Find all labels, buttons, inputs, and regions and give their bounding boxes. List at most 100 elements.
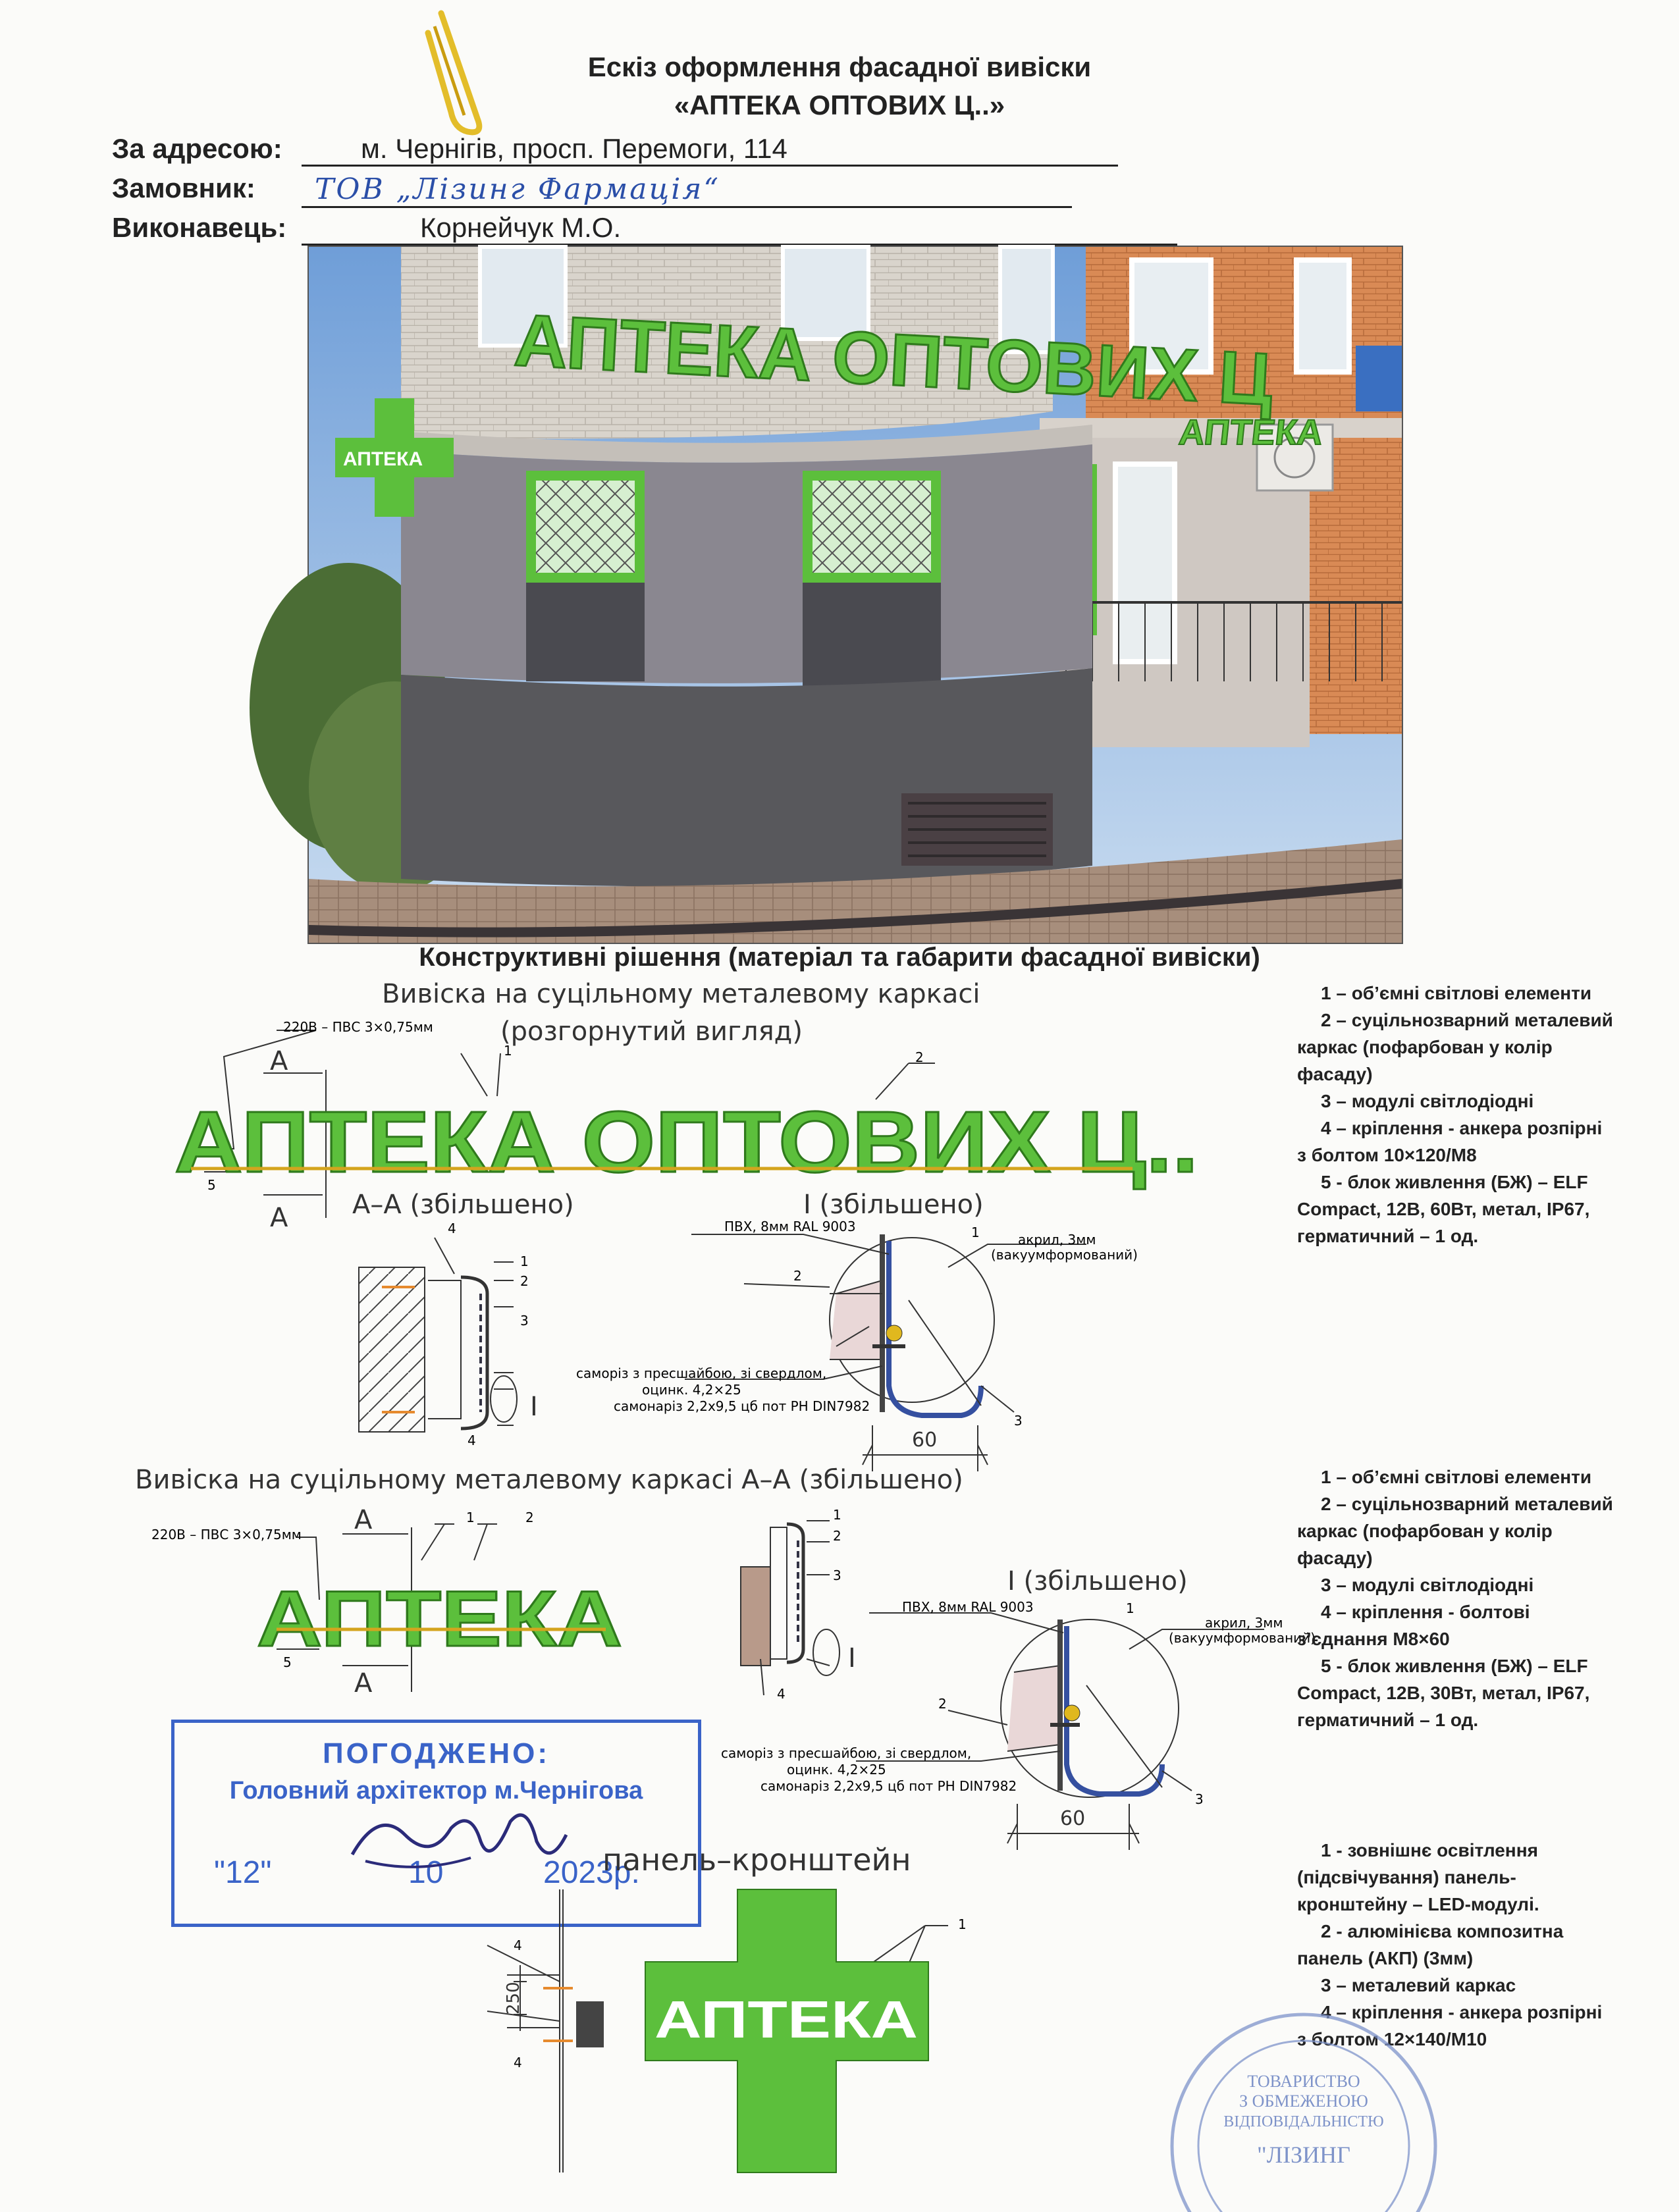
company-stamp-line1: ТОВАРИСТВО: [1247, 2072, 1360, 2091]
sketch1-num2: 2: [915, 1049, 924, 1065]
legend2-item: 5 - блок живлення (БЖ) – ELF Compact, 12…: [1297, 1656, 1590, 1730]
sketch2-a-bottom: А: [354, 1668, 373, 1698]
sketch2-screw2: оцинк. 4,2×25: [787, 1762, 886, 1778]
sketch2-aa-num3: 3: [833, 1567, 841, 1583]
legend3-item: 4 – кріплення - анкера розпірні з болтом…: [1297, 2002, 1603, 2049]
legend1-item: 1 – об’ємні світлові елементи: [1321, 983, 1592, 1003]
document-subtitle: «АПТЕКА ОПТОВИХ Ц..»: [674, 90, 1005, 120]
sketch3-dim: 250: [504, 1982, 523, 2014]
customer-label: Замовник:: [112, 172, 255, 203]
executor-value: Корнейчук М.О.: [302, 212, 1177, 246]
legend3-item: 1 - зовнішнє освітлення (підсвічування) …: [1297, 1840, 1539, 1914]
sketch1-aa-num4b: 4: [467, 1433, 476, 1448]
sketch1-screw2: оцинк. 4,2×25: [642, 1382, 741, 1398]
sketch2-screw1: саморіз з пресшайбою, зі свердлом,: [721, 1745, 971, 1761]
sketch2-num2: 2: [525, 1510, 534, 1525]
sketch2-screw3: самонаріз 2,2х9,5 цб пот PH DIN7982: [760, 1778, 1017, 1794]
sketch2-aa-mark-i: І: [848, 1643, 856, 1673]
sketch1-aa-num3: 3: [520, 1313, 529, 1329]
sketch1-pvc: ПВХ, 8мм RAL 9003: [724, 1219, 856, 1234]
sketch2-aa-num4: 4: [777, 1686, 786, 1702]
section-title: Конструктивні рішення (матеріал та габар…: [419, 943, 1260, 972]
legend1-item: 5 - блок живлення (БЖ) – ELF Compact, 12…: [1297, 1172, 1590, 1246]
sketch2-i-num3: 3: [1195, 1791, 1204, 1807]
signature-icon: [350, 1813, 568, 1868]
sketch1-a-top: А: [270, 1046, 288, 1076]
photo-cross-sign: АПТЕКА: [343, 448, 423, 470]
sketch1-aa-num1: 1: [520, 1253, 529, 1269]
company-stamp-line2: З ОБМЕЖЕНОЮ: [1239, 2092, 1368, 2111]
sketch1-aa-num4: 4: [448, 1221, 456, 1236]
approval-stamp-year: 2023р.: [543, 1855, 640, 1890]
sketch2-section-i: І (збільшено): [1007, 1566, 1188, 1596]
paper-clip-icon: [425, 10, 483, 136]
photo-side-sign: АПТЕКА: [1177, 413, 1325, 452]
sketch2-pvc: ПВХ, 8мм RAL 9003: [902, 1599, 1034, 1615]
sketch1-subtitle: (розгорнутий вигляд): [500, 1016, 803, 1047]
sketch1-aa-num2: 2: [520, 1273, 529, 1289]
legend2-item: 3 – модулі світлодіодні: [1321, 1575, 1534, 1595]
sketch3-num1: 1: [958, 1916, 967, 1932]
sketch1-num1: 1: [504, 1043, 512, 1059]
sketch1-title: Вивіска на суцільному металевому каркасі: [382, 979, 980, 1009]
approval-stamp-day: "12": [214, 1855, 272, 1890]
legend3: 1 - зовнішнє освітлення (підсвічування) …: [1297, 1837, 1613, 2053]
address-value: м. Чернігів, просп. Перемоги, 114: [302, 133, 1118, 167]
sketch2-a-top: А: [354, 1505, 373, 1535]
sketch1-cable: 220В – ПВС 3×0,75мм: [283, 1019, 433, 1035]
sketch2-dim: 60: [1060, 1807, 1085, 1830]
legend1-item: 3 – модулі світлодіодні: [1321, 1091, 1534, 1111]
sketch2-sign: АПТЕКА: [257, 1575, 622, 1663]
executor-label: Виконавець:: [112, 212, 287, 243]
company-stamp-seal: ТОВАРИСТВО З ОБМЕЖЕНОЮ ВІДПОВІДАЛЬНІСТЮ …: [1170, 2013, 1437, 2212]
legend1: 1 – об’ємні світлові елементи 2 – суціль…: [1297, 980, 1613, 1250]
sketch3-sign: АПТЕКА: [654, 1990, 918, 2049]
legend2-item: 1 – об’ємні світлові елементи: [1321, 1467, 1592, 1487]
sketch3-num4-top: 4: [514, 1937, 522, 1953]
legend1-item: 4 – кріплення - анкера розпірні з болтом…: [1297, 1118, 1603, 1165]
facade-photo: АПТЕКА АПТЕКА ОПТОВИХ Ц АПТЕКА: [250, 245, 1403, 944]
approval-stamp: ПОГОДЖЕНО: Головний архітектор м.Черніго…: [171, 1720, 701, 1927]
sketch1-drawing: 220В – ПВС 3×0,75мм А А 1 2 5 АПТЕКА ОПТ…: [174, 1019, 1200, 1471]
approval-stamp-position: Головний архітектор м.Чернігова: [229, 1777, 643, 1804]
company-stamp: ТОВАРИСТВО З ОБМЕЖЕНОЮ ВІДПОВІДАЛЬНІСТЮ …: [1165, 1995, 1442, 2212]
sketch2-num5: 5: [283, 1654, 292, 1670]
legend2-item: 4 – кріплення - болтові з’єднання М8×60: [1297, 1602, 1530, 1649]
sketch3-title: панель–кронштейн: [602, 1842, 911, 1878]
sketch3-num4-bottom: 4: [514, 2055, 522, 2070]
sketch1-sign: АПТЕКА ОПТОВИХ Ц..: [174, 1093, 1198, 1190]
address-row: За адресою: м. Чернігів, просп. Перемоги…: [112, 133, 1118, 167]
sketch1-i-num1: 1: [971, 1224, 980, 1240]
sketch1-vacuum: (вакуумформований): [991, 1247, 1138, 1263]
sketch2-i-num1: 1: [1126, 1600, 1134, 1616]
sketch1-a-bottom: А: [270, 1203, 288, 1233]
sketch1-section-i: І (збільшено): [803, 1190, 984, 1220]
legend1-item: 2 – суцільнозварний металевий каркас (по…: [1297, 1010, 1613, 1084]
sketch1-screw1: саморіз з пресшайбою, зі свердлом,: [576, 1365, 826, 1381]
sketch2-aa-num2: 2: [833, 1528, 841, 1544]
sketch1-section-aa: А–А (збільшено): [352, 1190, 574, 1220]
address-label: За адресою:: [112, 133, 282, 164]
company-stamp-line3: ВІДПОВІДАЛЬНІСТЮ: [1223, 2113, 1383, 2130]
approval-stamp-title: ПОГОДЖЕНО:: [323, 1737, 550, 1770]
sketch2-cable: 220В – ПВС 3×0,75мм: [151, 1527, 302, 1542]
company-stamp-line4: "ЛІЗИНГ: [1257, 2142, 1350, 2168]
sketch1-aa-mark-i: І: [530, 1392, 538, 1422]
legend2: 1 – об’ємні світлові елементи 2 – суціль…: [1297, 1463, 1613, 1733]
approval-stamp-month: 10: [408, 1855, 444, 1890]
sketch2-acryl: акрил, 3мм: [1205, 1615, 1283, 1631]
sketch2-title: Вивіска на суцільному металевому каркасі…: [135, 1465, 963, 1495]
sketch2-num1: 1: [466, 1510, 475, 1525]
sketch1-acryl: акрил, 3мм: [1018, 1232, 1096, 1248]
sketch1-dim: 60: [912, 1429, 937, 1452]
sketch1-num5: 5: [207, 1177, 216, 1193]
sketch2-vacuum: (вакуумформований): [1169, 1630, 1316, 1646]
document-title: Ескіз оформлення фасадної вивіски: [587, 51, 1092, 82]
sketch1-screw3: самонаріз 2,2х9,5 цб пот PH DIN7982: [614, 1398, 870, 1414]
sketch1-i-num2: 2: [793, 1268, 802, 1284]
executor-row: Виконавець: Корнейчук М.О.: [112, 212, 1177, 246]
legend2-item: 2 – суцільнозварний металевий каркас (по…: [1297, 1494, 1613, 1568]
customer-row: Замовник: ТОВ „Лізинг Фармація“: [112, 172, 1072, 208]
sketch1-i-num3: 3: [1014, 1413, 1023, 1429]
legend3-item: 2 - алюмінієва композитна панель (АКП) (…: [1297, 1921, 1564, 1968]
